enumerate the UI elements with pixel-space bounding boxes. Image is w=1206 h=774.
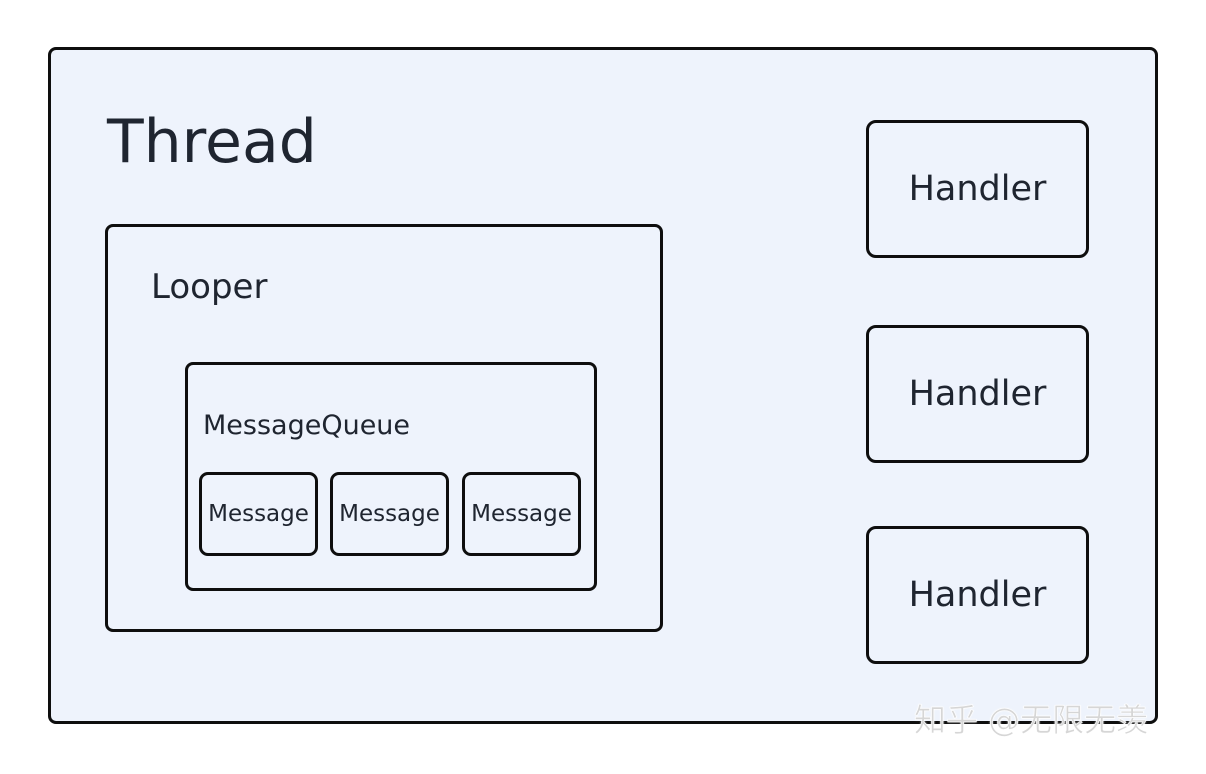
message-queue-label: MessageQueue (203, 410, 411, 441)
message-box: Message (330, 472, 449, 556)
watermark: 知乎 @无限无羡 (914, 701, 1149, 739)
handler-box: Handler (866, 120, 1089, 258)
handler-box: Handler (866, 325, 1089, 463)
message-box: Message (462, 472, 581, 556)
message-box: Message (199, 472, 318, 556)
thread-label: Thread (107, 107, 317, 177)
handler-box: Handler (866, 526, 1089, 664)
looper-label: Looper (151, 267, 268, 307)
